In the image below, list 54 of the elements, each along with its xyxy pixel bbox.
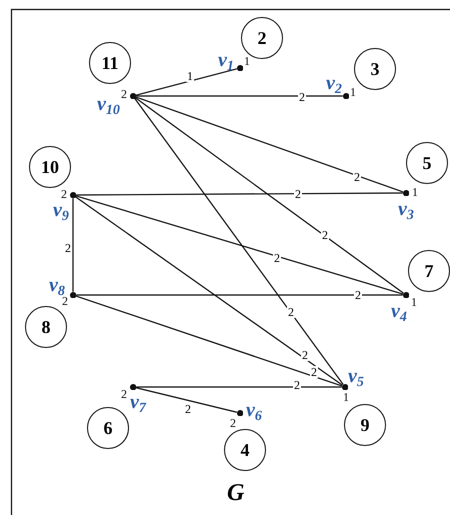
- graph-title: G: [227, 481, 244, 505]
- edge-label: 2: [64, 242, 72, 254]
- vertex-label: v$_{10}$: [97, 94, 120, 118]
- graph-edge: [72, 198, 74, 292]
- edge-label: 2: [354, 289, 362, 301]
- edge-label: 2: [321, 229, 329, 241]
- numbered-circle: 8: [25, 306, 67, 348]
- graph-edge: [76, 295, 342, 387]
- numbered-circle: 11: [89, 42, 131, 84]
- vertex-degree: 2: [62, 295, 68, 307]
- vertex-label: v$_{1}$: [218, 50, 234, 74]
- vertex-degree: 2: [121, 388, 127, 400]
- vertex-degree: 2: [230, 417, 236, 429]
- numbered-circle: 5: [406, 142, 448, 184]
- numbered-circle: 4: [224, 429, 266, 471]
- edge-label: 2: [293, 379, 301, 391]
- graph-edge: [136, 386, 342, 388]
- edge-label: 2: [184, 403, 192, 415]
- vertex-label: v$_{9}$: [53, 200, 69, 224]
- numbered-circle: 9: [344, 404, 386, 446]
- graph-edge: [135, 97, 404, 294]
- edge-label: 2: [310, 366, 318, 378]
- edge-label: 2: [301, 349, 309, 361]
- vertex-degree: 1: [343, 391, 349, 403]
- vertex-degree: 1: [412, 186, 418, 198]
- vertex-degree: 1: [350, 86, 356, 98]
- vertex-label: v$_{3}$: [398, 199, 414, 223]
- graph-edge: [75, 196, 343, 386]
- vertex-label: v$_{7}$: [130, 392, 146, 416]
- vertex-label: v$_{4}$: [391, 301, 407, 325]
- vertex-label: v$_{6}$: [246, 400, 262, 424]
- graph-edge: [76, 294, 403, 296]
- numbered-circle: 6: [87, 407, 129, 449]
- graph-edge: [76, 192, 403, 196]
- graph-edge: [134, 98, 344, 385]
- vertex-label: v$_{2}$: [326, 73, 342, 97]
- vertex-degree: 1: [411, 296, 417, 308]
- edge-label: 2: [353, 171, 361, 183]
- graph-edge: [136, 387, 238, 413]
- graph-edge: [136, 68, 238, 96]
- edge-label: 2: [273, 252, 281, 264]
- vertex-label: v$_{5}$: [348, 366, 364, 390]
- graph-edge: [76, 195, 404, 295]
- numbered-circle: 10: [29, 146, 71, 188]
- graph-edge: [136, 95, 343, 97]
- graph-edge: [136, 96, 404, 192]
- edge-label: 1: [186, 70, 194, 82]
- numbered-circle: 7: [408, 250, 450, 292]
- numbered-circle: 3: [354, 48, 396, 90]
- vertex-degree: 2: [61, 188, 67, 200]
- vertex-degree: 2: [121, 88, 127, 100]
- edge-label: 2: [298, 91, 306, 103]
- edge-label: 2: [294, 188, 302, 200]
- edge-label: 2: [287, 306, 295, 318]
